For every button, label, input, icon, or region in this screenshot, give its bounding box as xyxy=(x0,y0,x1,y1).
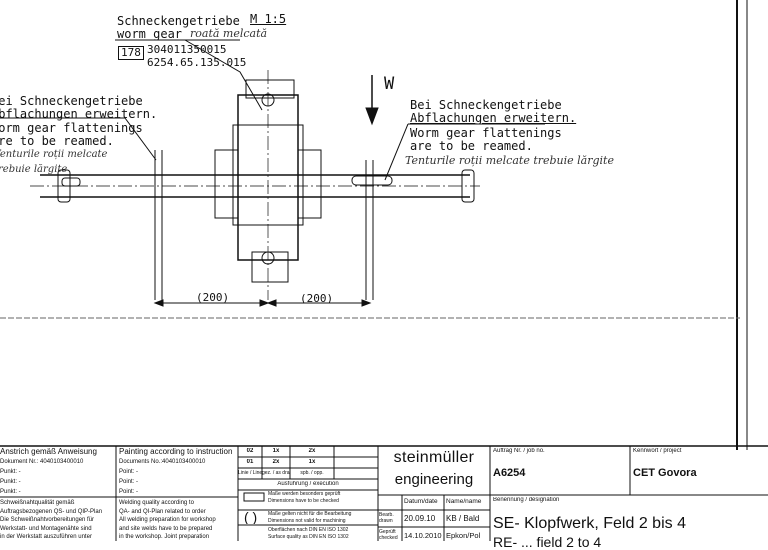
checked-date: 14.10.2010 xyxy=(404,531,442,540)
brand-name: steinmüller xyxy=(393,449,475,466)
job-label: Auftrag Nr. / job no. xyxy=(493,448,545,454)
view-label-w: W xyxy=(384,74,395,94)
date-column-header: Datum/date xyxy=(404,498,438,505)
table-cell: 01 xyxy=(246,459,254,465)
table-header: gez. / as drawn xyxy=(262,470,290,476)
callout-left-en2: are to be reamed. xyxy=(0,134,114,148)
bracket-symbol: ( ) xyxy=(244,510,258,524)
dimension-right: (200) xyxy=(300,292,334,305)
scale-label: M 1:5 xyxy=(250,12,287,26)
callout-right-de1: Bei Schneckengetriebe xyxy=(410,98,562,112)
execution-label: Ausführung / execution xyxy=(277,481,339,487)
brand-subtitle: engineering xyxy=(394,471,474,488)
callout-right-en1: Worm gear flattenings xyxy=(410,126,562,140)
callout-top-handnote: roată melcată xyxy=(190,27,268,40)
drawn-name: KB / Bald xyxy=(446,514,480,523)
weld-quality-en: Welding quality according to QA- and QI-… xyxy=(119,500,216,540)
drawn-label: Bearb. drawn xyxy=(379,512,394,524)
item-number-box: 178 xyxy=(118,46,144,60)
callout-left-en1: Worm gear flattenings xyxy=(0,121,143,135)
callout-right-en2: are to be reamed. xyxy=(410,139,533,153)
part-number-1: 304011350015 xyxy=(147,43,227,56)
designation-title: SE- Klopfwerk, Feld 2 bis 4 xyxy=(493,515,686,532)
project-label: Kennwort / project xyxy=(633,448,682,454)
callout-top-en: worm gear xyxy=(117,27,183,41)
dimension-left: (200) xyxy=(196,291,230,304)
callout-top-de: Schneckengetriebe xyxy=(117,14,240,28)
table-cell: 1x xyxy=(308,459,316,465)
paint-instructions-en: Painting according to instruction Docume… xyxy=(119,447,233,495)
table-cell: 02 xyxy=(246,448,254,454)
designation-label: Benennung / designation xyxy=(493,497,560,503)
part-number-2: 6254.65.135.015 xyxy=(147,56,247,69)
designation-title-2: RE- ... field 2 to 4 xyxy=(493,534,602,550)
callout-right-hand1: Tenturile roții melcate trebuie lărgite xyxy=(405,154,614,167)
checked-name: Epkon/Pol xyxy=(446,531,481,540)
job-number: A6254 xyxy=(493,467,526,479)
project-name: CET Govora xyxy=(633,467,697,479)
callout-left-hand1: Tenturile roții melcate xyxy=(0,149,108,160)
callout-left-hand2: trebuie lărgite xyxy=(0,164,68,175)
weld-quality-de: Schweißnahtqualität gemäß Auftragsbezoge… xyxy=(0,500,103,540)
table-cell: 1x xyxy=(272,448,280,454)
drawn-date: 20.09.10 xyxy=(404,514,436,523)
name-column-header: Name/name xyxy=(446,498,482,505)
callout-right-de2: Abflachungen erweitern. xyxy=(410,111,577,125)
paint-instructions-de: Anstrich gemäß Anweisung Dokument Nr.: 4… xyxy=(0,447,97,495)
table-header: Linie / Line xyxy=(238,470,262,476)
callout-left-de1: Bei Schneckengetriebe xyxy=(0,94,143,108)
table-cell: 2x xyxy=(272,459,280,465)
checked-label: Geprüft checked xyxy=(379,529,398,541)
table-cell: 2x xyxy=(308,448,316,454)
table-header: spb. / opp. xyxy=(300,470,324,476)
callout-left-de2: Abflachungen erweitern. xyxy=(0,107,158,121)
